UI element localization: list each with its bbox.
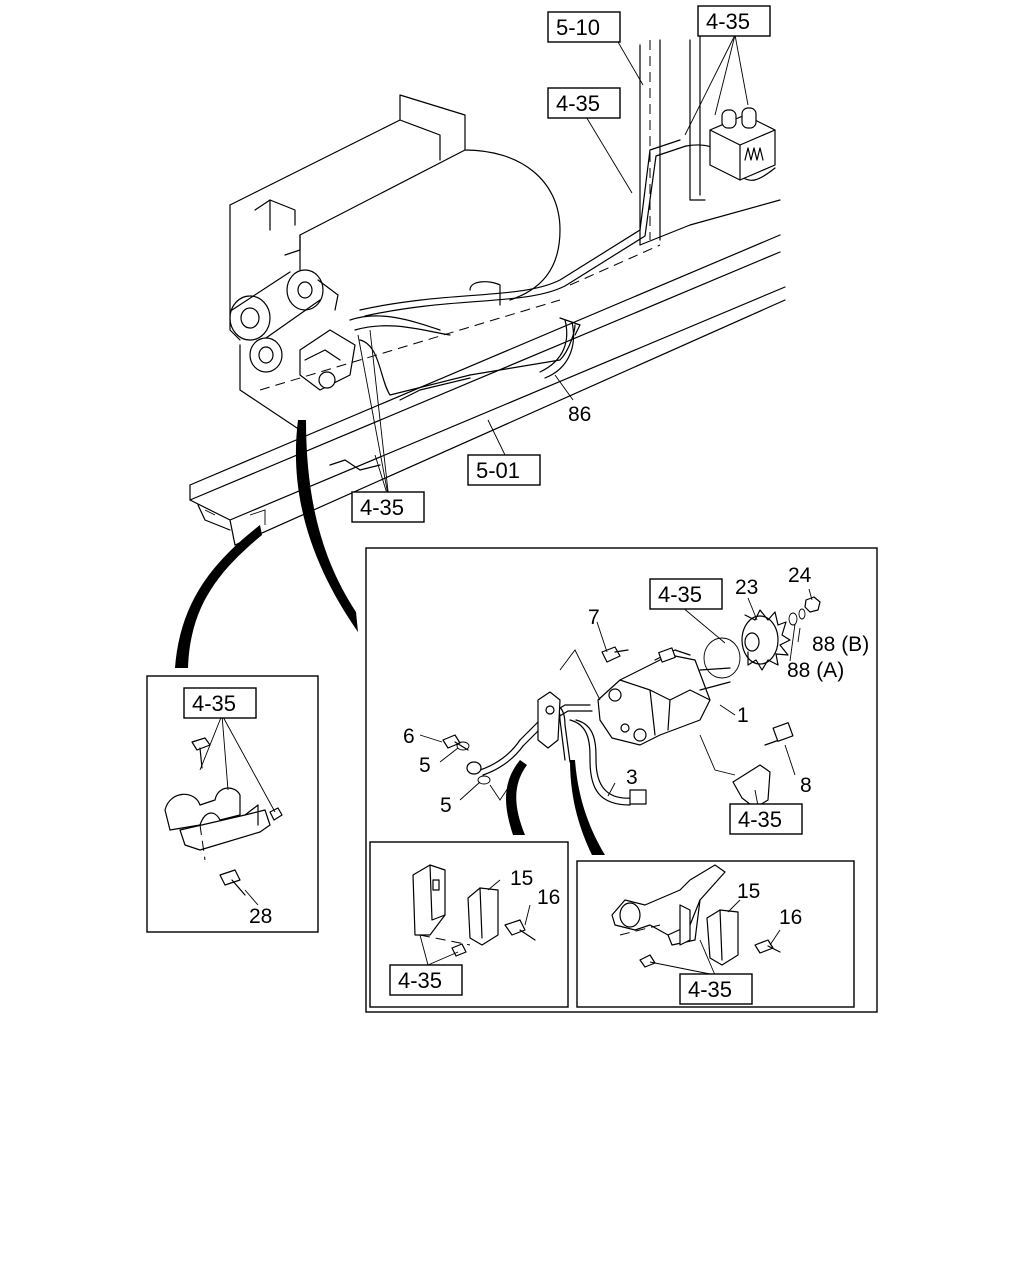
part-number-86: 86 <box>568 403 591 426</box>
part-number-24: 24 <box>788 564 812 587</box>
ref-label: 5-10 <box>556 15 600 40</box>
ref-box-4-35-pump: 4-35 <box>649 578 723 610</box>
bracket-b-detail <box>611 864 781 976</box>
part-number-16-a: 16 <box>537 886 560 909</box>
part-number-88b: 88 (B) <box>812 633 869 656</box>
ref-label: 5-01 <box>476 458 520 483</box>
part-number-16-b: 16 <box>779 906 802 929</box>
part-number-1: 1 <box>737 704 749 727</box>
ref-label: 4-35 <box>658 582 702 607</box>
engine-assembly <box>229 94 776 431</box>
part-number-15-b: 15 <box>737 880 760 903</box>
ref-label: 4-35 <box>398 968 442 993</box>
detail-frame-clamp <box>146 675 319 933</box>
part-number-5-lower: 5 <box>440 794 452 817</box>
part-number-15-a: 15 <box>510 867 533 890</box>
ref-box-5-10: 5-10 <box>547 11 621 43</box>
ref-box-5-01: 5-01 <box>467 454 541 486</box>
detail-frame-pump <box>365 547 878 1013</box>
detail-frame-bracket-a <box>369 841 569 1008</box>
part-number-23: 23 <box>735 576 758 599</box>
part-number-5-upper: 5 <box>419 754 431 777</box>
pump-detail <box>419 588 821 809</box>
part-number-8: 8 <box>800 774 812 797</box>
ref-box-4-35-bracket-b: 4-35 <box>679 973 753 1005</box>
clamp-detail <box>164 714 283 906</box>
ref-box-4-35-bracket-a: 4-35 <box>389 964 463 996</box>
detail-frame-bracket-b <box>576 860 855 1008</box>
part-number-6: 6 <box>403 725 415 748</box>
frame-rails <box>189 29 786 546</box>
ref-label: 4-35 <box>360 495 404 520</box>
bracket-a-detail <box>412 864 536 966</box>
ref-box-4-35-line: 4-35 <box>547 87 621 119</box>
part-number-28: 28 <box>249 905 272 928</box>
part-number-7: 7 <box>588 606 600 629</box>
callout-arrows <box>175 420 605 855</box>
gear <box>741 609 791 671</box>
ref-box-4-35-bracket8: 4-35 <box>729 803 803 835</box>
reservoir <box>709 107 776 181</box>
ref-box-4-35-reservoir: 4-35 <box>697 5 771 37</box>
ref-box-4-35-frame: 4-35 <box>351 491 425 523</box>
ref-label: 4-35 <box>688 977 732 1002</box>
part-number-88a: 88 (A) <box>787 659 844 682</box>
ref-label: 4-35 <box>192 691 236 716</box>
ref-label: 4-35 <box>556 91 600 116</box>
ref-box-4-35-clamp: 4-35 <box>183 687 257 719</box>
ref-label: 4-35 <box>738 807 782 832</box>
ref-label: 4-35 <box>706 9 750 34</box>
part-number-3: 3 <box>626 766 638 789</box>
